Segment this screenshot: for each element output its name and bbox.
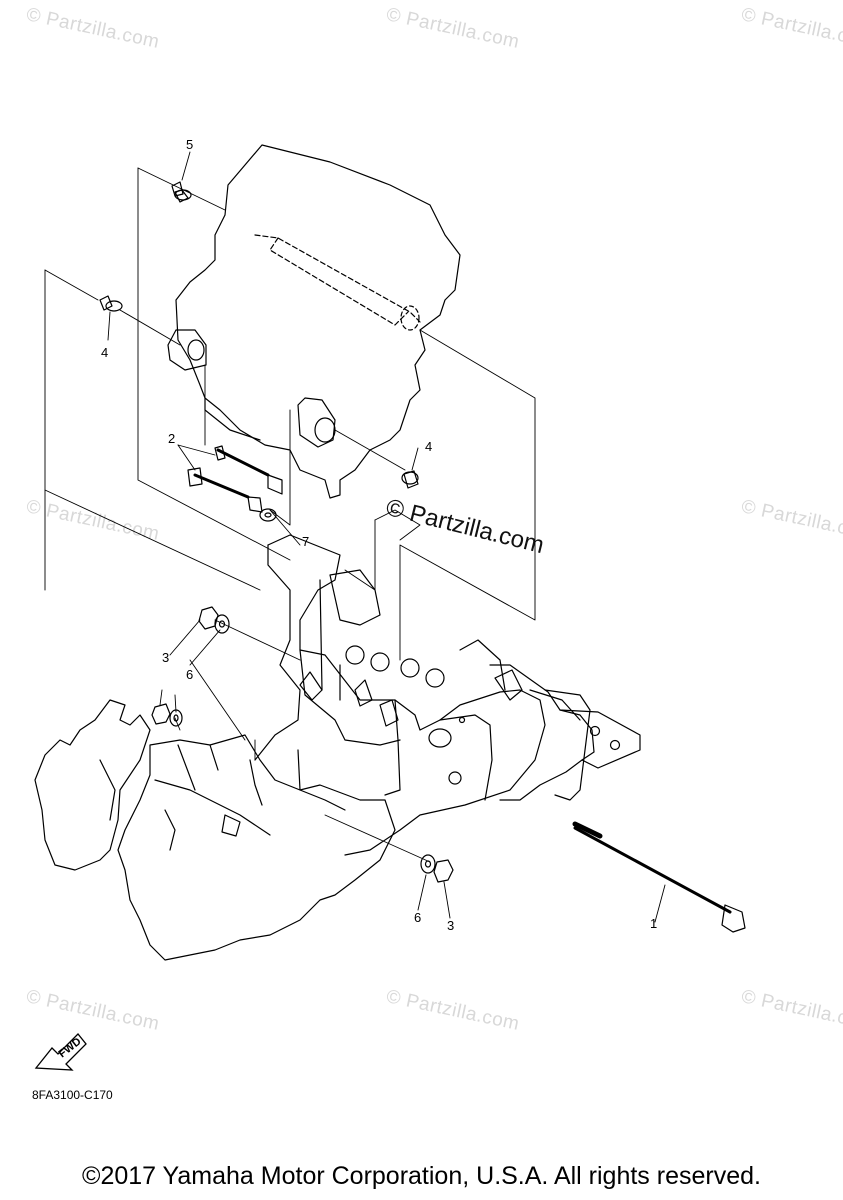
through-bolt-1 (572, 821, 746, 933)
callout-6-lower: 6 (414, 910, 422, 925)
leader-lines (44, 167, 536, 863)
center-shroud-panel (117, 734, 396, 961)
bolt-4-right (401, 470, 419, 489)
bolt-2-upper (214, 445, 283, 495)
nut-3-mid (151, 703, 171, 725)
washer-6-upper (214, 614, 230, 634)
left-fender-panel (34, 699, 151, 871)
bolt-5 (171, 181, 192, 203)
engine-mount-boss-left (167, 329, 207, 371)
callout-leaders (107, 151, 666, 923)
callout-2: 2 (168, 431, 176, 446)
fwd-arrow-icon (34, 1033, 87, 1071)
callout-4-left: 4 (101, 345, 109, 360)
rear-crossmember (489, 664, 641, 801)
engine-outline (175, 144, 461, 499)
callout-6-upper: 6 (186, 667, 194, 682)
callout-5: 5 (186, 137, 194, 152)
washer-7 (259, 508, 277, 522)
engine-mount-boss-right (297, 397, 336, 448)
nut-3-lower (433, 859, 454, 883)
callout-4-right: 4 (425, 439, 433, 454)
callout-1: 1 (650, 916, 658, 931)
diagram-code: 8FA3100-C170 (32, 1088, 113, 1102)
bolt-2-lower (187, 467, 263, 513)
callout-3-lower: 3 (447, 918, 455, 933)
callout-7: 7 (302, 534, 310, 549)
bolt-4-left (99, 295, 123, 312)
callout-3-upper: 3 (162, 650, 170, 665)
washer-6-lower (420, 854, 436, 874)
copyright-notice: ©2017 Yamaha Motor Corporation, U.S.A. A… (82, 1162, 761, 1190)
